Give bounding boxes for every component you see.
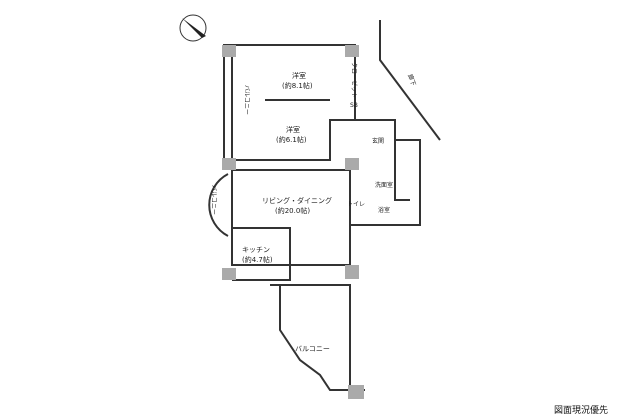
room-living-name: リビング・ダイニング (262, 196, 332, 205)
room-western1-name: 洋室 (292, 71, 306, 80)
compass-icon (179, 14, 207, 42)
room-western1-size: (約8.1帖) (282, 81, 313, 90)
room-living-size: (約20.0帖) (275, 206, 310, 215)
balcony-left: バルコニー (243, 85, 250, 115)
pillars (222, 45, 364, 399)
balcony-round: バルコニー (210, 185, 217, 215)
balcony-bottom: バルコニー (295, 345, 330, 353)
room-kitchen-size: (約4.7帖) (242, 255, 273, 264)
room-bath: 浴室 (378, 206, 390, 214)
round-balcony (208, 173, 229, 237)
room-western2-name: 洋室 (286, 125, 300, 134)
room-shoebox: SB (350, 102, 358, 109)
room-western2-size: (約6.1帖) (276, 135, 307, 144)
plan-note: 図面現況優先 (553, 406, 608, 416)
room-washroom: 洗面室 (375, 181, 393, 189)
room-toilet: トイレ (347, 201, 365, 208)
corridor-label: 廊下 (406, 73, 418, 87)
room-closet: クローゼット (350, 62, 358, 98)
room-kitchen-name: キッチン (242, 246, 270, 254)
room-entrance: 玄関 (372, 137, 384, 145)
